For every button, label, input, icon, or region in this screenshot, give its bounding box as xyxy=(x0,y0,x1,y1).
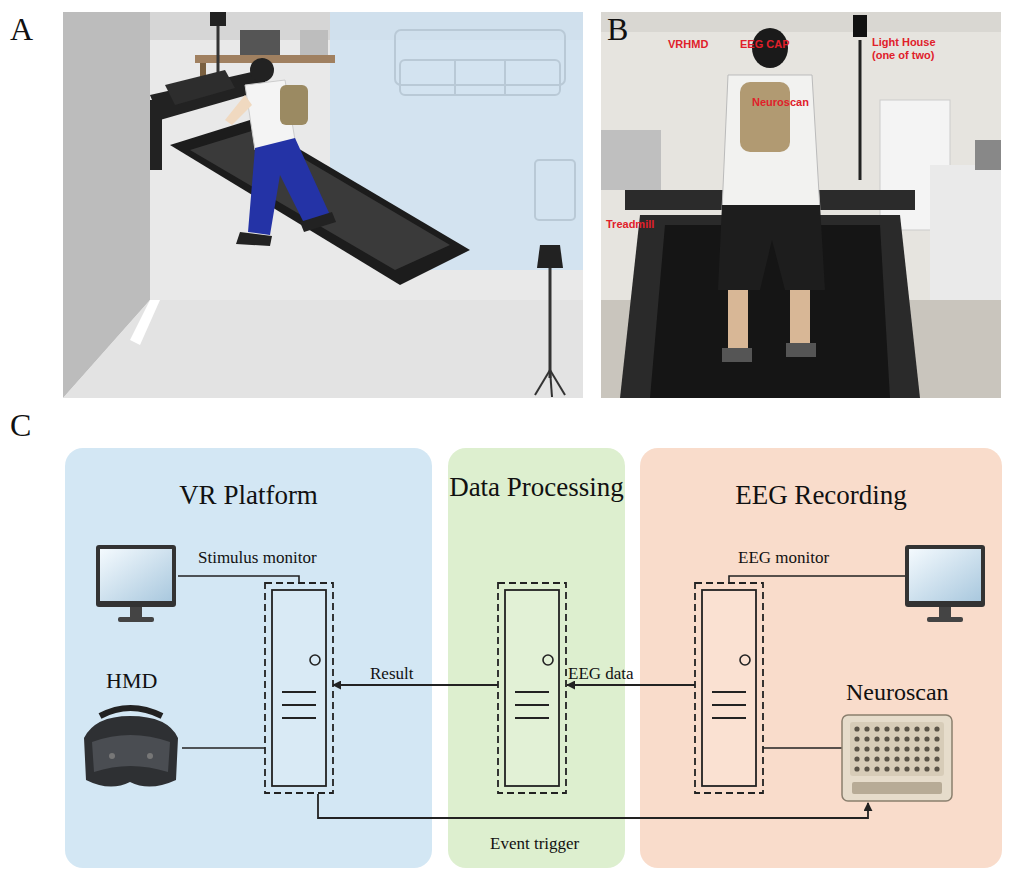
room-render xyxy=(63,12,583,398)
part-label: EEG monitor xyxy=(738,548,829,568)
part-label: VRHMD xyxy=(668,38,708,51)
part-label: EEG CAP xyxy=(740,38,790,51)
panel-letter: A xyxy=(10,10,33,48)
part-label: Neuroscan xyxy=(846,678,949,707)
panel-heading: VR Platform xyxy=(65,478,432,513)
part-label: Stimulus monitor xyxy=(198,548,317,568)
lab-photo xyxy=(601,12,1001,398)
edge-label: Event trigger xyxy=(490,834,579,854)
panel-heading: EEG Recording xyxy=(640,478,1002,513)
flow-arrow xyxy=(333,684,498,686)
part-label: Neuroscan xyxy=(752,96,809,109)
panel-heading: Data Processing xyxy=(448,470,625,505)
group-panel: VR Platform xyxy=(65,448,432,868)
part-label: Treadmill xyxy=(606,218,654,231)
flow-arrow xyxy=(318,794,868,818)
panel-letter: C xyxy=(10,406,31,444)
part-label: HMD xyxy=(106,668,157,694)
edge-label: Result xyxy=(370,664,413,684)
panel-letter: B xyxy=(607,10,628,48)
edge-label: EEG data xyxy=(568,664,634,684)
part-label: Light House (one of two) xyxy=(872,36,956,62)
flow-arrow xyxy=(567,684,695,686)
group-panel: EEG Recording xyxy=(640,448,1002,868)
